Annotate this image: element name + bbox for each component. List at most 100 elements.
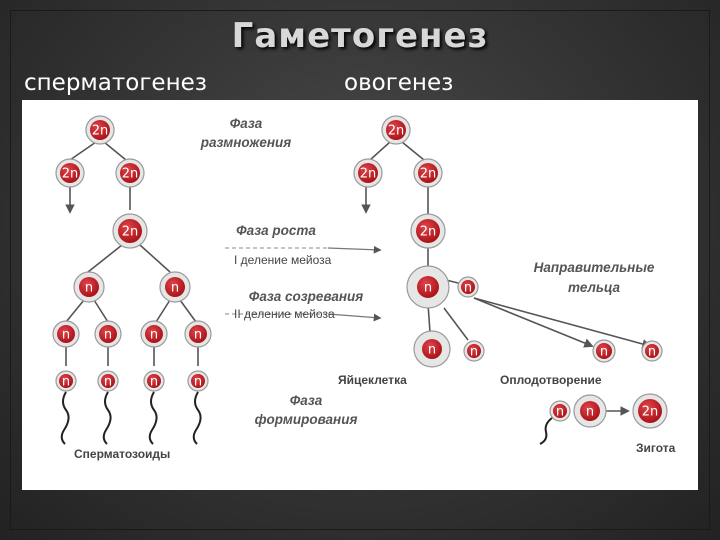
sp-sperm-tail-b xyxy=(102,391,112,445)
sp-spermatid-c-ploidy: n xyxy=(150,328,158,343)
ov-cell-growth: 2n xyxy=(410,213,446,249)
sp-sperm-c-ploidy: n xyxy=(150,375,158,390)
ov-fert-sperm-ploidy: n xyxy=(556,405,564,420)
sp-line-a-left xyxy=(65,299,85,323)
sp-sperm-a-nucleus xyxy=(59,374,73,388)
sperm-tails xyxy=(60,391,553,445)
ov-polar-3-ploidy: n xyxy=(600,345,608,360)
meiosis-2-arrow xyxy=(327,313,382,322)
ov-cell-growth-nucleus xyxy=(416,219,440,243)
label-sperm: Сперматозоиды xyxy=(74,447,170,461)
label-polar-bodies-2: тельца xyxy=(568,280,620,295)
label-egg: Яйцеклетка xyxy=(338,373,407,387)
ov-zygote-ploidy: 2n xyxy=(642,405,659,420)
label-meiosis-2: II деление мейоза xyxy=(234,307,335,321)
sp-spermatid-c-nucleus xyxy=(145,325,163,343)
sp-sperm-c: n xyxy=(143,370,165,392)
sp-sperm-c-nucleus xyxy=(147,374,161,388)
ov-cell-right: 2n xyxy=(413,158,443,188)
ov-polar-2-ploidy: n xyxy=(470,345,478,360)
ov-line-top-left xyxy=(369,141,391,161)
sp-sperm-tail-a xyxy=(60,391,70,445)
label-polar-bodies-1: Направительные xyxy=(534,260,655,275)
sp-cell-left-ploidy: 2n xyxy=(62,167,79,182)
label-phase-reproduction-1: Фаза xyxy=(230,116,263,131)
sp-cell-left: 2n xyxy=(55,158,85,188)
ov-cell-left-nucleus xyxy=(358,163,378,183)
sp-line-top-left xyxy=(69,141,97,161)
sp-spermatid-c: n xyxy=(140,320,168,348)
ov-cell-right-ploidy: 2n xyxy=(420,167,437,182)
sp-cell-top-ploidy: 2n xyxy=(92,124,109,139)
ov-cell-growth-ploidy: 2n xyxy=(420,225,437,240)
ov-cell-top-ploidy: 2n xyxy=(388,124,405,139)
sp-sperm-a: n xyxy=(55,370,77,392)
label-phase-reproduction-2: размножения xyxy=(200,135,292,150)
ov-polar-3-nucleus xyxy=(596,343,612,359)
sp-line-growth-left xyxy=(87,244,123,273)
sp-spermatid-d-ploidy: n xyxy=(194,328,202,343)
sp-cell-n-a: n xyxy=(73,271,105,303)
ov-egg-ploidy: n xyxy=(428,343,436,358)
sp-cell-right: 2n xyxy=(115,158,145,188)
sp-cell-n-a-ploidy: n xyxy=(85,281,93,296)
label-phase-growth: Фаза роста xyxy=(236,223,316,238)
sp-sperm-a-ploidy: n xyxy=(62,375,70,390)
ov-cell-left-ploidy: 2n xyxy=(360,167,377,182)
sp-spermatid-b: n xyxy=(94,320,122,348)
ov-fert-egg-nucleus xyxy=(580,401,600,421)
sp-line-b-right xyxy=(179,299,197,323)
ov-line-top-right xyxy=(401,141,425,161)
ov-polar-2: n xyxy=(463,340,485,362)
ov-fert-egg-ploidy: n xyxy=(586,405,594,420)
sp-sperm-b-nucleus xyxy=(101,374,115,388)
sp-line-b-left xyxy=(155,299,171,323)
ov-zygote: 2n xyxy=(632,393,668,429)
ov-polar-4-nucleus xyxy=(645,344,659,358)
label-fertilization: Оплодотворение xyxy=(500,373,602,387)
ov-polar-1-nucleus xyxy=(461,280,475,294)
slide-frame xyxy=(10,10,710,530)
sp-spermatid-b-nucleus xyxy=(99,325,117,343)
ov-fert-sperm-nucleus xyxy=(553,404,567,418)
ov-fert-sperm: n xyxy=(549,400,571,422)
sp-cell-n-a-nucleus xyxy=(79,277,99,297)
label-zygote: Зигота xyxy=(636,441,676,455)
subhead-oogenesis: овогенез xyxy=(344,70,454,96)
label-meiosis-1: I деление мейоза xyxy=(234,253,332,267)
ov-polar-4-ploidy: n xyxy=(648,345,656,360)
sp-line-a-right xyxy=(93,299,109,323)
ov-oocyte-1-nucleus xyxy=(417,276,439,298)
ov-egg-nucleus xyxy=(422,339,442,359)
sp-sperm-d: n xyxy=(187,370,209,392)
sp-cell-n-b: n xyxy=(159,271,191,303)
subhead-spermatogenesis: сперматогенез xyxy=(24,70,208,96)
sp-cell-n-b-ploidy: n xyxy=(171,281,179,296)
sp-spermatid-a: n xyxy=(52,320,80,348)
sp-spermatid-d: n xyxy=(184,320,212,348)
slide-title: Гаметогенез xyxy=(231,16,489,56)
ov-line-polar-a xyxy=(473,297,594,348)
ov-cell-top-nucleus xyxy=(386,120,406,140)
sp-cell-top-nucleus xyxy=(90,120,110,140)
sp-spermatid-a-ploidy: n xyxy=(62,328,70,343)
ov-fert-sperm-tail xyxy=(539,417,553,445)
sp-spermatid-b-ploidy: n xyxy=(104,328,112,343)
ov-cell-left: 2n xyxy=(353,158,383,188)
sp-cell-growth: 2n xyxy=(112,213,148,249)
ov-polar-4: n xyxy=(641,340,663,362)
sp-cell-right-nucleus xyxy=(120,163,140,183)
sp-sperm-d-nucleus xyxy=(191,374,205,388)
sp-cell-n-b-nucleus xyxy=(165,277,185,297)
sp-line-top-right xyxy=(103,141,127,161)
ov-cell-right-nucleus xyxy=(418,163,438,183)
ov-oocyte-1: n xyxy=(406,265,450,309)
sp-cell-right-ploidy: 2n xyxy=(122,167,139,182)
sp-sperm-tail-d xyxy=(192,391,202,445)
sp-sperm-d-ploidy: n xyxy=(194,375,202,390)
sp-cell-growth-nucleus xyxy=(118,219,142,243)
label-phase-maturation: Фаза созревания xyxy=(249,289,363,304)
